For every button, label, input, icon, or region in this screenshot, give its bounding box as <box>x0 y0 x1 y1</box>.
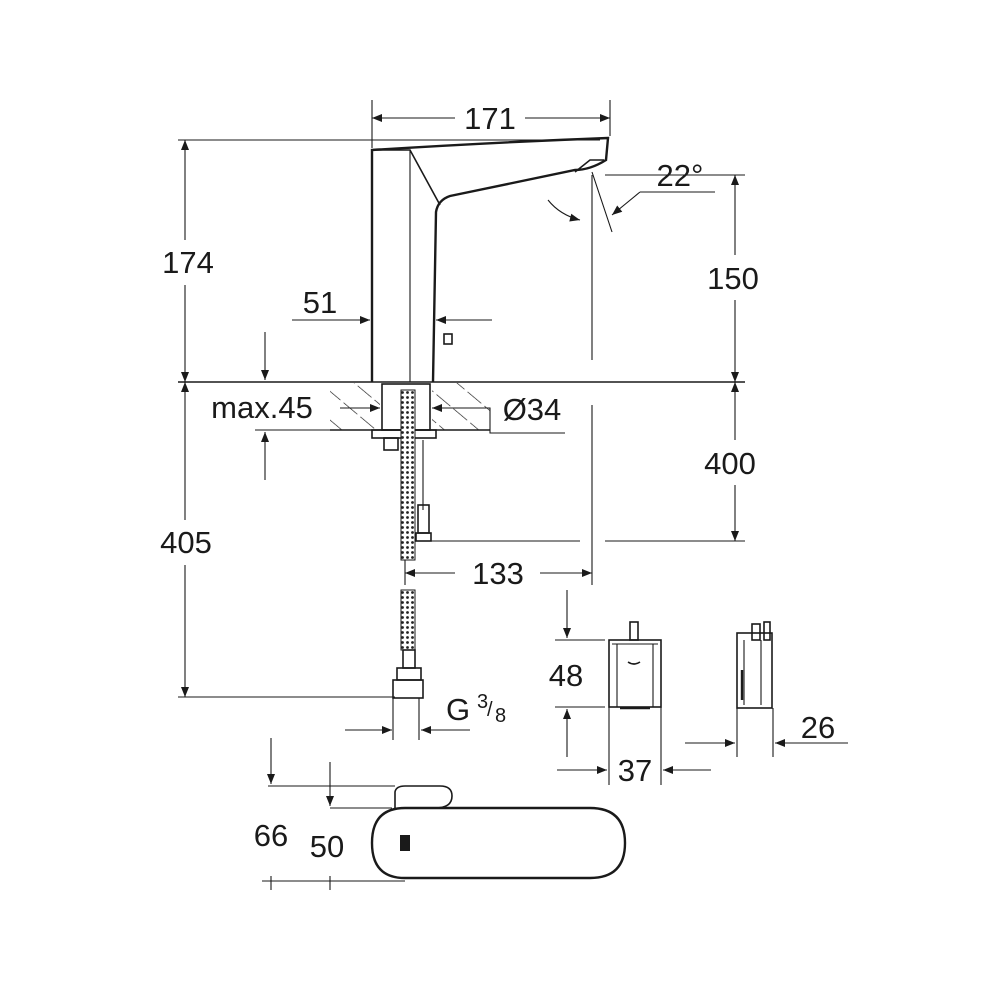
hose-connector <box>392 589 424 740</box>
svg-text:8: 8 <box>495 705 506 727</box>
dim-top-outer: 66 <box>254 818 288 853</box>
dim-height-total: 174 <box>162 245 214 280</box>
faucet-top-view <box>262 738 627 890</box>
dimension-lines <box>178 100 745 734</box>
dim-width-top: 171 <box>464 101 516 136</box>
dim-max-thickness: max.45 <box>211 390 313 425</box>
dim-hole-diameter: Ø34 <box>503 392 562 427</box>
dim-box-height: 48 <box>549 658 583 693</box>
dim-projection: 133 <box>472 556 524 591</box>
dim-hose-left: 405 <box>160 525 212 560</box>
dim-height-spout: 150 <box>707 261 759 296</box>
dim-thread: G 3 / 8 <box>446 691 506 727</box>
svg-text:3: 3 <box>477 691 488 713</box>
svg-text:G: G <box>446 692 470 727</box>
dim-top-inner: 50 <box>310 829 344 864</box>
faucet-side-view <box>370 136 610 383</box>
svg-text:/: / <box>487 699 493 721</box>
control-box-views <box>555 590 848 785</box>
dim-base-offset: 51 <box>303 285 337 320</box>
dim-box-width: 37 <box>618 753 652 788</box>
dim-box-depth: 26 <box>801 710 835 745</box>
dim-angle: 22° <box>657 158 704 193</box>
dim-hose-right: 400 <box>704 446 756 481</box>
